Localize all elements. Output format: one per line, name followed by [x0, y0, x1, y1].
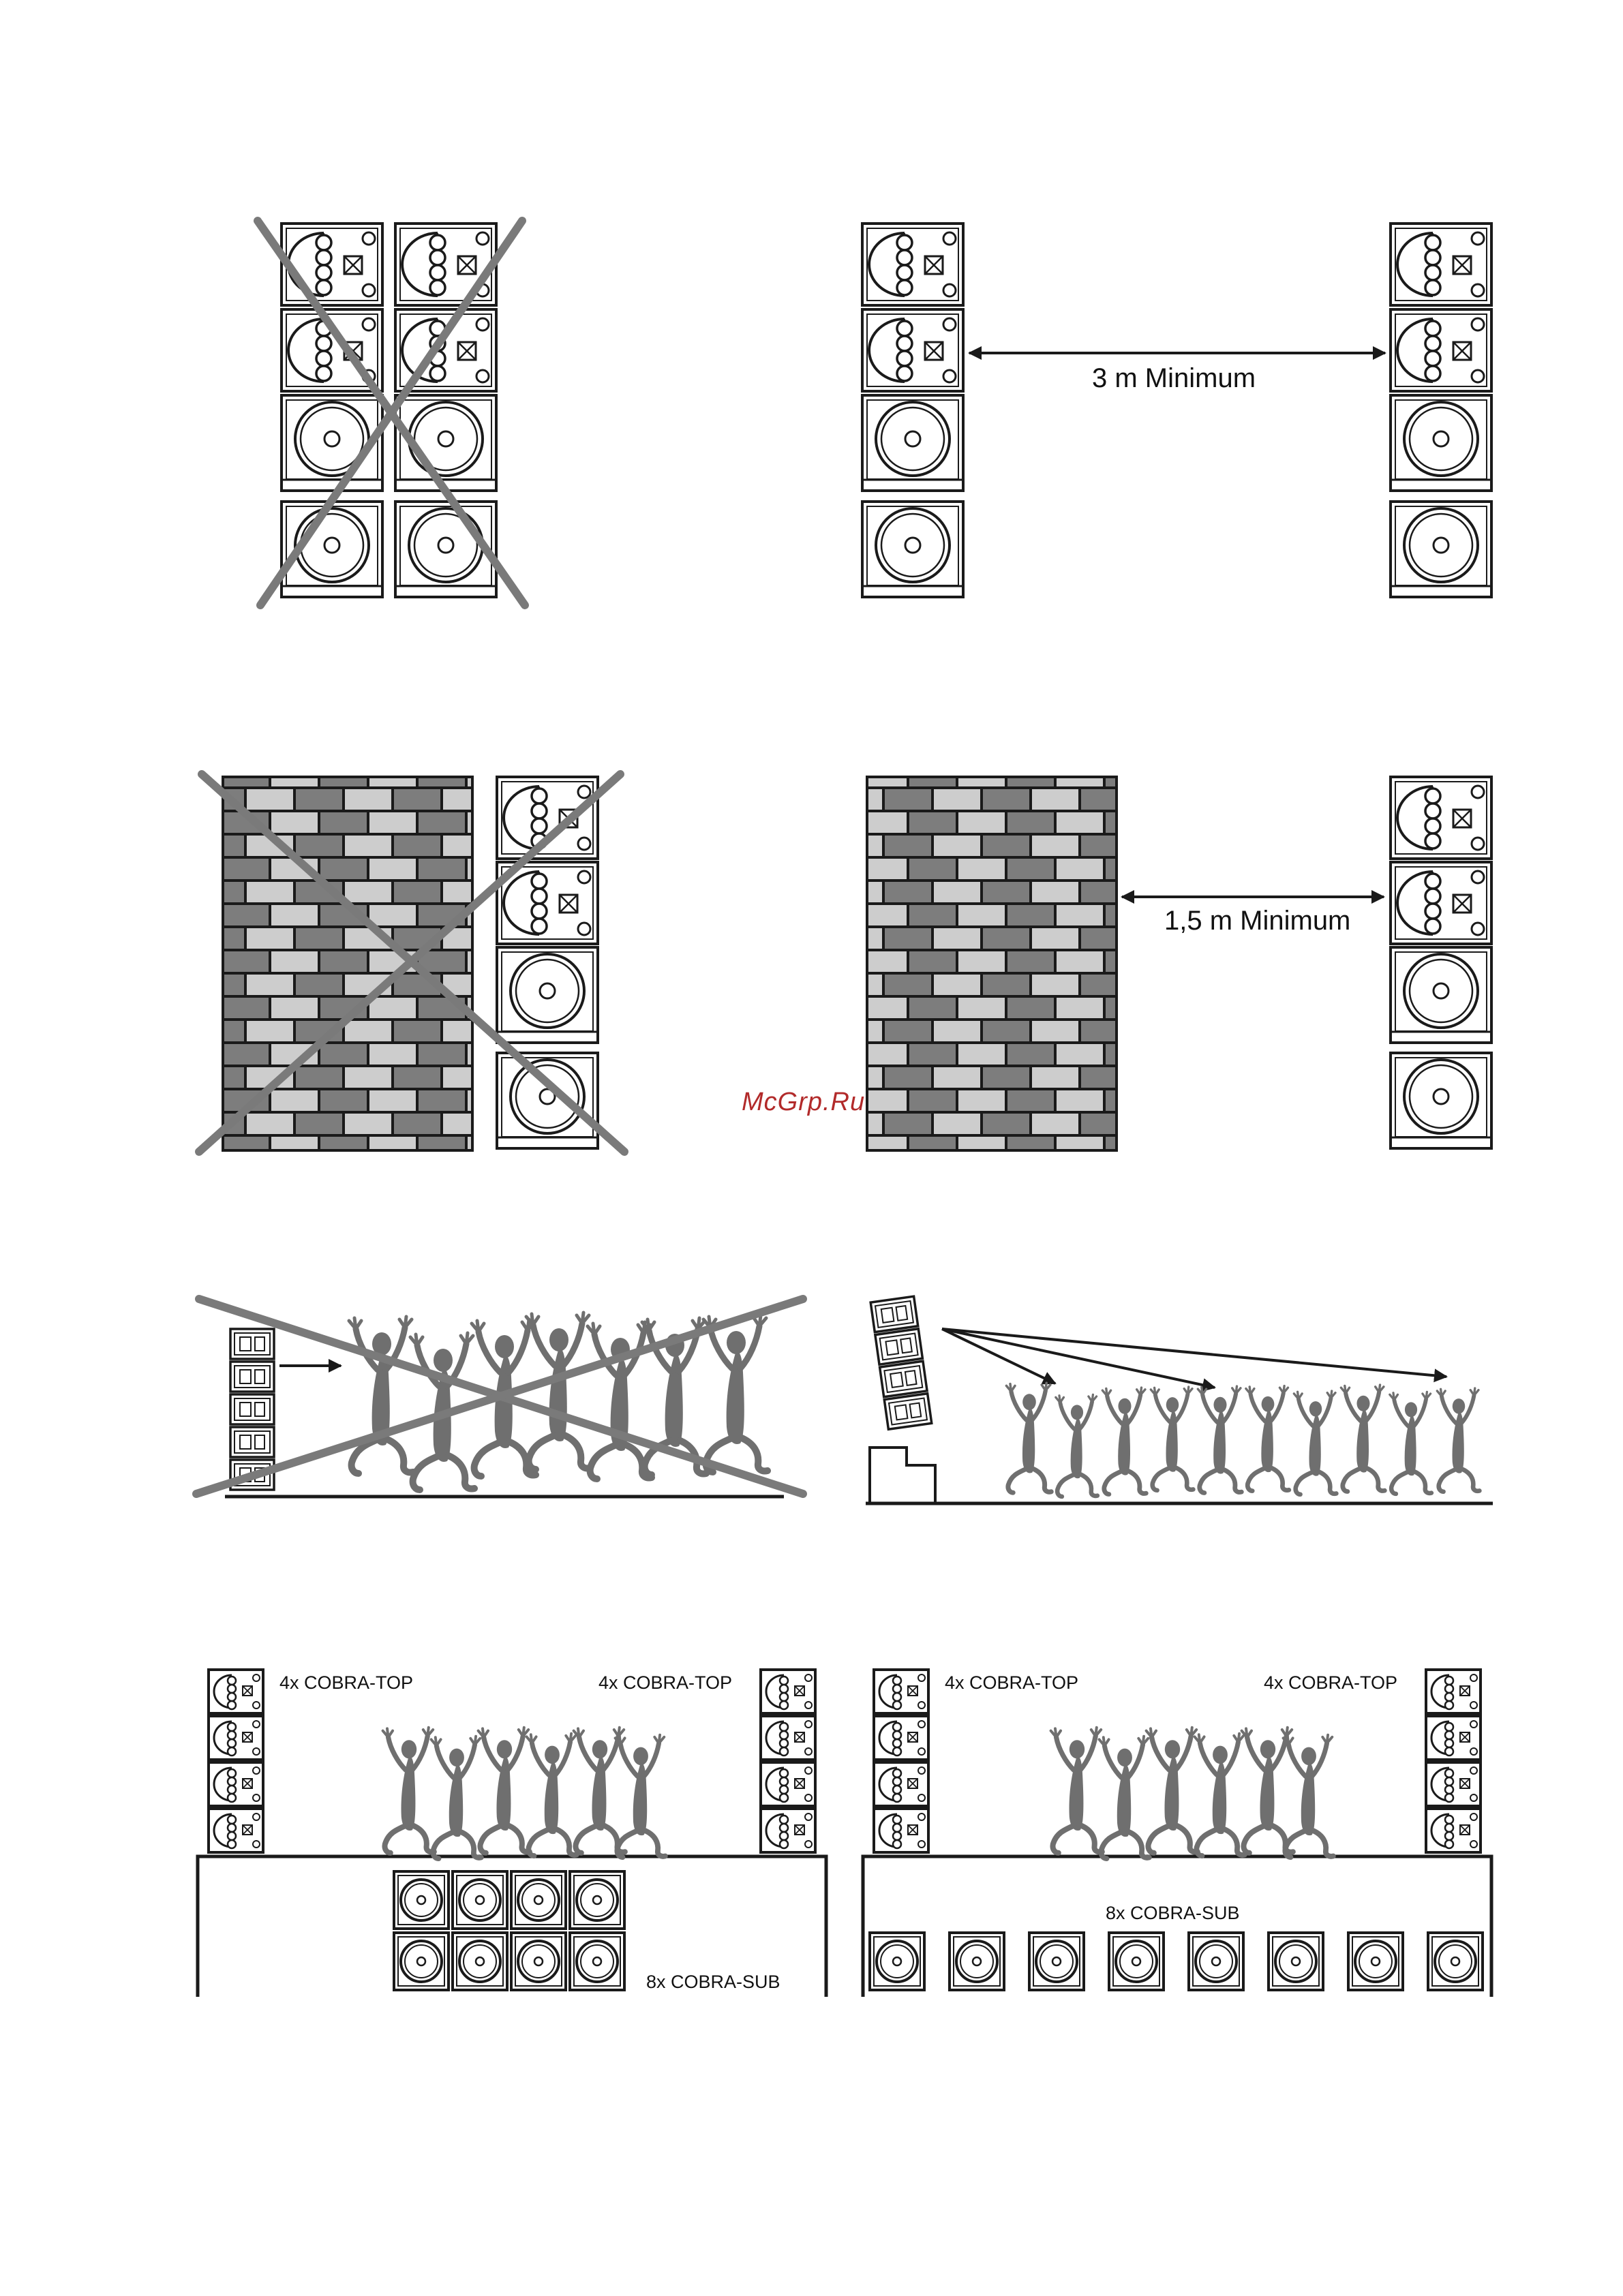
diagram-stacks-together: [258, 221, 525, 605]
speaker-top-icon: [761, 1762, 815, 1806]
speaker-sub-icon: [511, 1871, 566, 1929]
speaker-sub-icon: [511, 1933, 566, 1990]
speaker-top-icon: [1426, 1809, 1481, 1852]
top-label-left: 4x COBRA-TOP: [945, 1672, 1078, 1693]
speaker-top-icon: [230, 1362, 274, 1392]
speaker-top-icon: [880, 1361, 928, 1396]
speaker-top-icon: [209, 1716, 263, 1760]
speaker-top-icon: [862, 224, 963, 305]
speaker-top-icon: [1391, 309, 1491, 391]
speaker-top-icon: [209, 1762, 263, 1806]
speaker-top-icon: [874, 1762, 928, 1806]
speaker-sub-icon: [570, 1871, 624, 1929]
sub-label-left: 8x COBRA-SUB: [646, 1972, 780, 1992]
watermark-text: McGrp.Ru: [742, 1088, 865, 1117]
speaker-sub-icon: [1428, 1933, 1483, 1990]
speaker-sub-icon: [1391, 947, 1491, 1043]
speaker-sub-icon: [497, 947, 598, 1043]
speaker-sub-icon: [1189, 1933, 1243, 1990]
diagram-stage-subs-spread: 4x COBRA-TOP 4x COBRA-TOP 8x COBRA-SUB: [863, 1670, 1491, 1997]
speaker-sub-icon: [950, 1933, 1004, 1990]
speaker-sub-icon: [862, 502, 963, 597]
speaker-sub-icon: [1348, 1933, 1403, 1990]
sound-arrow: [942, 1329, 1215, 1388]
diagram-wall-close: [199, 774, 624, 1152]
sound-arrow: [942, 1329, 1446, 1377]
speaker-top-icon: [1391, 777, 1491, 859]
brick-wall: [867, 777, 1117, 1150]
speaker-top-icon: [1426, 1716, 1481, 1760]
speaker-top-icon: [230, 1329, 274, 1359]
speaker-sub-icon: [862, 395, 963, 491]
riser-step: [870, 1448, 935, 1503]
speaker-top-icon: [1391, 862, 1491, 944]
top-label-left: 4x COBRA-TOP: [279, 1672, 413, 1693]
speaker-top-icon: [761, 1809, 815, 1852]
speaker-top-icon: [870, 1296, 918, 1332]
speaker-top-icon: [874, 1716, 928, 1760]
speaker-sub-icon: [870, 1933, 924, 1990]
speaker-sub-icon: [1269, 1933, 1323, 1990]
speaker-sub-icon: [570, 1933, 624, 1990]
speaker-sub-icon: [1029, 1933, 1084, 1990]
speaker-sub-icon: [453, 1871, 507, 1929]
speaker-sub-icon: [1109, 1933, 1164, 1990]
speaker-top-icon: [862, 309, 963, 391]
speaker-sub-icon: [1391, 1053, 1491, 1148]
top-label-right: 4x COBRA-TOP: [598, 1672, 732, 1693]
speaker-sub-icon: [394, 1871, 449, 1929]
diagram-audience-coverage: [866, 1296, 1493, 1503]
top-label-right: 4x COBRA-TOP: [1264, 1672, 1397, 1693]
diagram-audience-blocked: [196, 1299, 803, 1497]
x-cross-icon: [196, 1299, 803, 1494]
diagram-tops-spacing: 3 m Minimum: [862, 224, 1491, 597]
dancing-figure-icon: [383, 1728, 665, 1858]
speaker-top-icon: [761, 1716, 815, 1760]
dancing-figure-icon: [1051, 1728, 1333, 1858]
speaker-top-icon: [282, 224, 382, 305]
distance-label: 1,5 m Minimum: [1164, 906, 1350, 936]
speaker-top-icon: [497, 777, 598, 859]
speaker-top-icon: [874, 1670, 928, 1713]
speaker-sub-icon: [1391, 502, 1491, 597]
speaker-top-icon: [874, 1809, 928, 1852]
speaker-sub-icon: [1391, 395, 1491, 491]
diagram-wall-spacing: 1,5 m Minimum: [867, 777, 1491, 1150]
speaker-top-icon: [1426, 1670, 1481, 1713]
speaker-top-icon: [875, 1329, 923, 1364]
speaker-top-icon: [230, 1427, 274, 1457]
distance-label: 3 m Minimum: [1092, 363, 1256, 393]
speaker-top-icon: [395, 224, 496, 305]
speaker-top-icon: [209, 1670, 263, 1713]
speaker-sub-icon: [394, 1933, 449, 1990]
diagram-stage-subs-grouped: 4x COBRA-TOP 4x COBRA-TOP 8x COBRA-SUB: [198, 1670, 826, 1997]
speaker-top-icon: [230, 1394, 274, 1424]
speaker-top-icon: [1426, 1762, 1481, 1806]
speaker-sub-icon: [453, 1933, 507, 1990]
speaker-top-icon: [761, 1670, 815, 1713]
sub-label-right: 8x COBRA-SUB: [1106, 1903, 1240, 1923]
dancing-figure-icon: [1006, 1383, 1479, 1497]
speaker-sub-icon: [497, 1053, 598, 1148]
speaker-top-icon: [209, 1809, 263, 1852]
speaker-top-icon: [884, 1394, 932, 1429]
speaker-top-icon: [1391, 224, 1491, 305]
